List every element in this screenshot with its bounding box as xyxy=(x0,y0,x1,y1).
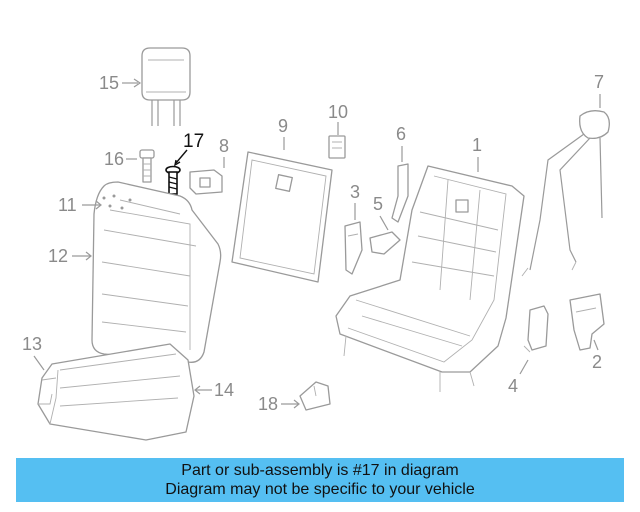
callout-13: 13 xyxy=(22,334,42,354)
callout-1: 1 xyxy=(472,135,482,155)
buckle-part-4[interactable] xyxy=(523,305,549,353)
leader-2 xyxy=(593,339,599,351)
banner-line-2: Diagram may not be specific to your vehi… xyxy=(165,481,475,498)
clip-part-18[interactable] xyxy=(299,381,331,411)
callout-2: 2 xyxy=(592,352,602,372)
arrow-12 xyxy=(85,251,92,261)
callout-14: 14 xyxy=(214,380,234,400)
callout-18: 18 xyxy=(258,394,278,414)
arrow-14 xyxy=(194,385,201,395)
bracket-part-5[interactable] xyxy=(369,231,401,255)
bracket-part-8[interactable] xyxy=(189,169,223,195)
guide-part-16[interactable] xyxy=(139,149,155,183)
callout-7: 7 xyxy=(594,72,604,92)
latch-part-10[interactable] xyxy=(328,135,346,159)
seat-belt-part-7[interactable] xyxy=(521,110,610,277)
leader-4 xyxy=(519,359,529,375)
callout-15: 15 xyxy=(99,73,119,93)
info-banner: Part or sub-assembly is #17 in diagram D… xyxy=(16,458,624,502)
callout-17: 17 xyxy=(183,131,204,152)
trim-part-2[interactable] xyxy=(569,293,605,351)
seat-parts-diagram: 15 16 17 8 11 12 xyxy=(22,47,610,441)
callout-8: 8 xyxy=(219,136,229,156)
callout-16: 16 xyxy=(104,149,124,169)
callout-5: 5 xyxy=(373,194,383,214)
seat-frame-part-1[interactable] xyxy=(335,165,525,392)
callout-3: 3 xyxy=(350,182,360,202)
arrow-15 xyxy=(133,78,142,88)
leader-17 xyxy=(175,149,188,164)
cushion-part-14[interactable] xyxy=(37,343,195,441)
banner-line-1: Part or sub-assembly is #17 in diagram xyxy=(181,462,459,479)
callout-6: 6 xyxy=(396,124,406,144)
callout-9: 9 xyxy=(278,116,288,136)
back-panel-part-9[interactable] xyxy=(231,151,333,283)
headrest-part-15[interactable] xyxy=(141,47,191,126)
callout-4: 4 xyxy=(508,376,518,396)
callout-11: 11 xyxy=(58,195,77,215)
callout-12: 12 xyxy=(48,246,68,266)
bolt-part-17[interactable] xyxy=(165,165,181,195)
arrow-17 xyxy=(174,159,181,167)
arrow-11 xyxy=(95,200,102,210)
callout-10: 10 xyxy=(328,102,348,122)
leader-13 xyxy=(33,355,45,371)
leader-5 xyxy=(379,215,389,231)
side-bracket-part-6[interactable] xyxy=(391,163,409,223)
cover-part-3[interactable] xyxy=(344,221,363,275)
seat-back-part-12[interactable] xyxy=(91,181,222,363)
arrow-18 xyxy=(293,399,300,409)
